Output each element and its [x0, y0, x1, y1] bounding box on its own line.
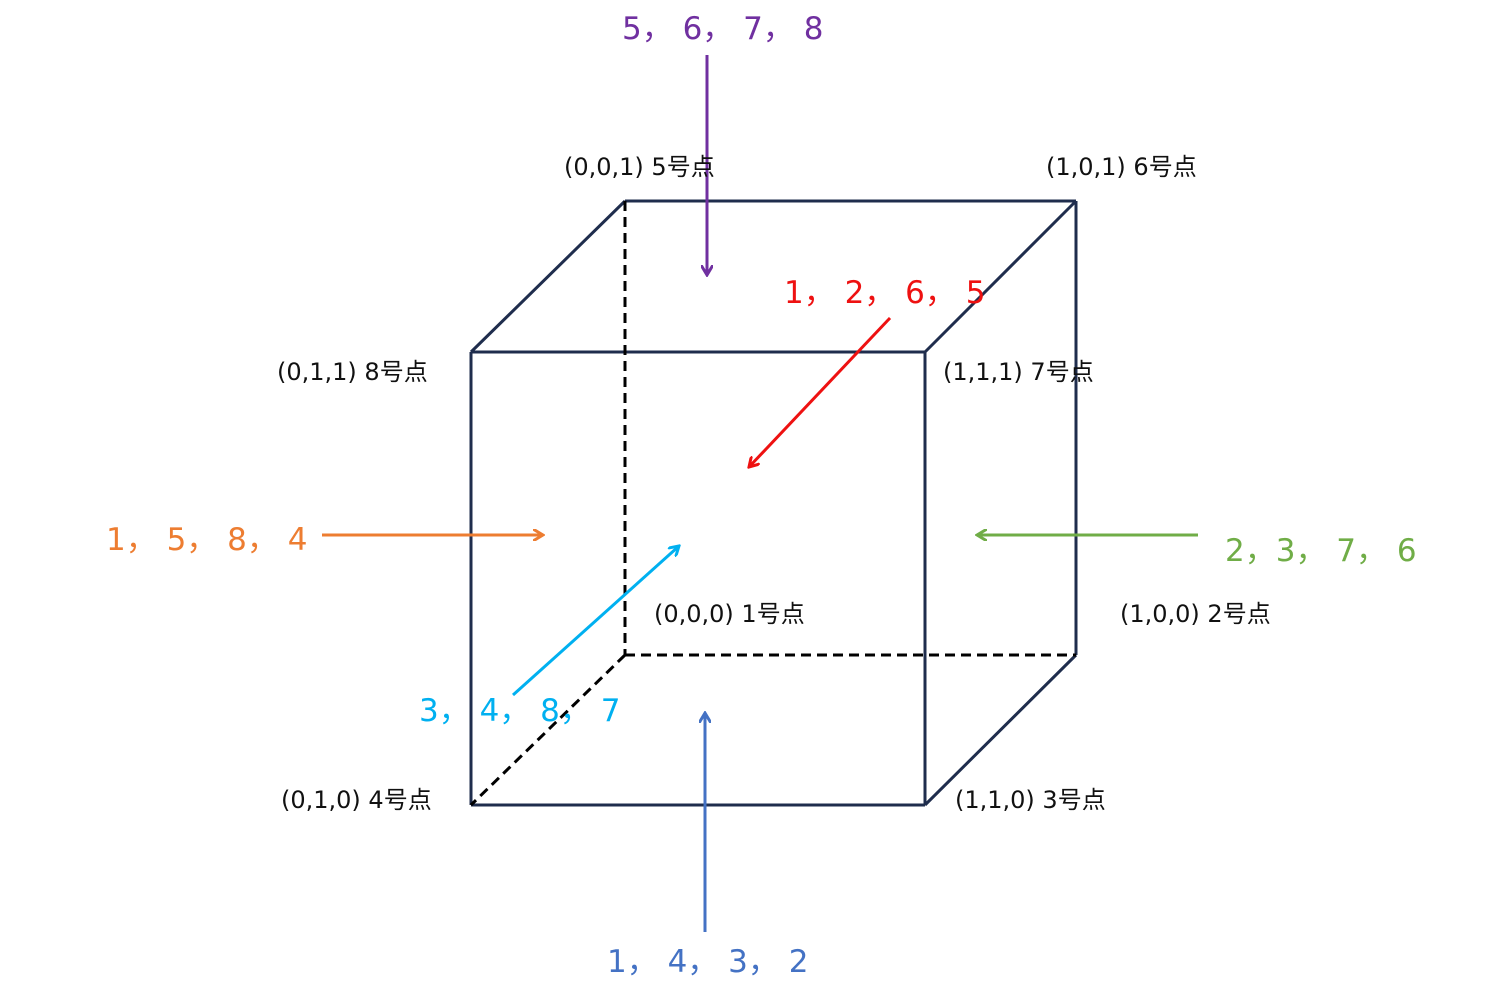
edge-8-5: [469, 199, 627, 354]
face-label-bottom: 1， 4， 3， 2: [607, 944, 808, 980]
edge-1-4-hidden: [469, 653, 627, 807]
vertex-label-6: (1,0,1) 6号点: [1046, 153, 1197, 181]
vertex-label-2: (1,0,0) 2号点: [1120, 600, 1271, 628]
edge-7-6: [923, 199, 1078, 354]
hidden-edges: [469, 201, 1076, 807]
face-label-right: 2，3， 7， 6: [1225, 533, 1417, 569]
arrow-back: [749, 316, 892, 467]
cube-edges: [469, 199, 1078, 807]
vertex-label-7: (1,1,1) 7号点: [943, 358, 1094, 386]
arrow-front: [511, 546, 679, 697]
vertex-label-5: (0,0,1) 5号点: [564, 153, 715, 181]
vertex-label-4: (0,1,0) 4号点: [281, 786, 432, 814]
vertex-label-1: (0,0,0) 1号点: [654, 600, 805, 628]
face-label-top: 5， 6， 7， 8: [622, 11, 823, 47]
face-label-front: 3， 4， 8， 7: [419, 693, 620, 729]
face-label-back: 1， 2， 6， 5: [784, 275, 985, 311]
vertex-label-8: (0,1,1) 8号点: [277, 358, 428, 386]
vertex-label-3: (1,1,0) 3号点: [955, 786, 1106, 814]
edge-3-2: [923, 653, 1078, 807]
face-label-left: 1， 5， 8， 4: [106, 522, 307, 558]
